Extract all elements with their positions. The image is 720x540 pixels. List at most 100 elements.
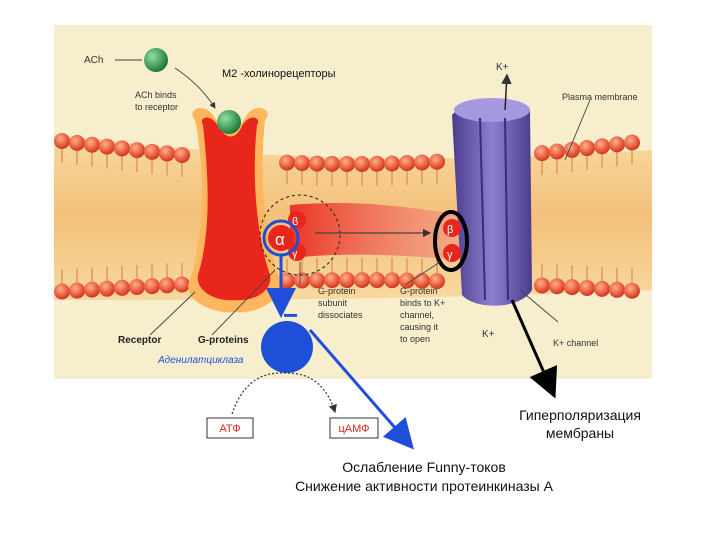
lipid-head xyxy=(159,277,175,294)
lipid-head xyxy=(54,133,70,150)
beta-label: β xyxy=(292,216,298,228)
svg-text:subunit: subunit xyxy=(318,298,348,308)
enzyme-to-effects-arrow xyxy=(308,329,414,450)
lipid-head xyxy=(594,138,610,155)
m2-receptors-label: M2 -холинорецепторы xyxy=(222,68,336,80)
channel-to-hyperpolarization-arrow xyxy=(510,299,558,399)
lipid-head xyxy=(159,145,175,162)
receptor-label: Receptor xyxy=(118,335,161,346)
ach-bound-ligand xyxy=(217,110,241,134)
gprotein-binds-label: G-protein binds to K+ channel, causing i… xyxy=(400,286,445,344)
lipid-head xyxy=(99,280,115,297)
lipid-head xyxy=(384,155,400,172)
k-channel xyxy=(452,98,532,306)
inhibition-mark: − xyxy=(283,300,298,330)
lipid-head xyxy=(354,272,370,289)
alpha-label: α xyxy=(275,230,285,249)
effect-pka-activity: Снижение активности протеинкиназы А xyxy=(295,478,554,494)
lipid-head xyxy=(429,153,445,170)
g-protein-band xyxy=(290,203,460,260)
gamma-subunit-right xyxy=(443,244,461,262)
lipid-head xyxy=(384,272,400,289)
svg-text:binds to K+: binds to K+ xyxy=(400,298,445,308)
gamma-subunit-left xyxy=(288,243,306,261)
lipid-head xyxy=(309,272,325,289)
svg-text:to open: to open xyxy=(400,334,430,344)
lipid-head xyxy=(579,279,595,296)
lipid-head xyxy=(144,278,160,295)
lipid-head xyxy=(324,155,340,172)
lipid-head xyxy=(174,276,190,293)
lipid-head xyxy=(399,272,415,289)
k-plus-top-label: K+ xyxy=(496,62,509,73)
bound-subunit-highlight xyxy=(433,210,469,272)
k-channel-label: K+ channel xyxy=(553,338,598,348)
beta-right-label: β xyxy=(447,224,453,236)
hyperpolarization-line1: Гиперполяризация xyxy=(519,407,641,423)
lipid-layer-top xyxy=(54,133,640,186)
lipid-head xyxy=(369,272,385,289)
ach-label: ACh xyxy=(84,55,103,66)
lipid-head xyxy=(174,146,190,163)
lipid-head xyxy=(399,155,415,172)
ach-binds-line1: ACh binds xyxy=(135,90,177,100)
lipid-head xyxy=(84,281,100,298)
lipid-head xyxy=(339,155,355,172)
subunit-dissociates-label: G-protein subunit dissociates xyxy=(318,286,363,320)
hyperpolarization-line2: мембраны xyxy=(546,425,614,441)
leader-lines xyxy=(115,59,591,336)
lipid-head xyxy=(144,143,160,160)
ach-free-ligand xyxy=(144,48,168,72)
lipid-head xyxy=(114,140,130,157)
lipid-head xyxy=(294,155,310,172)
svg-text:G-protein: G-protein xyxy=(400,286,438,296)
svg-text:causing it: causing it xyxy=(400,322,439,332)
lipid-head xyxy=(579,140,595,157)
svg-text:channel,: channel, xyxy=(400,310,434,320)
lipid-head xyxy=(99,138,115,155)
lipid-head xyxy=(69,282,85,299)
gamma-right-label: γ xyxy=(447,249,453,261)
lipid-head xyxy=(294,272,310,289)
lipid-head xyxy=(624,134,640,151)
effect-funny-currents: Ослабление Funny-токов xyxy=(342,459,506,475)
lipid-head xyxy=(609,136,625,153)
lipid-head xyxy=(114,279,130,296)
m2-receptor xyxy=(188,108,281,313)
lipid-head xyxy=(279,154,295,171)
lipid-head xyxy=(324,272,340,289)
camp-label: цАМФ xyxy=(338,423,369,435)
lipid-head xyxy=(129,142,145,159)
lipid-head xyxy=(369,155,385,172)
atp-camp-conversion-path xyxy=(231,372,337,415)
k-efflux-arrow xyxy=(501,73,512,111)
lipid-head xyxy=(84,136,100,153)
svg-text:G-protein: G-protein xyxy=(318,286,356,296)
lipid-head xyxy=(54,283,70,300)
beta-subunit-right xyxy=(443,219,461,237)
lipid-head xyxy=(309,155,325,172)
svg-text:dissociates: dissociates xyxy=(318,310,363,320)
lipid-head xyxy=(354,155,370,172)
lipid-head xyxy=(129,278,145,295)
lipid-head xyxy=(279,272,295,289)
lipid-head xyxy=(609,281,625,298)
plasma-membrane-label: Plasma membrane xyxy=(562,92,638,102)
atp-box xyxy=(206,417,254,439)
lipid-layer-bottom xyxy=(54,258,640,300)
lipid-head xyxy=(429,273,445,290)
k-plus-bottom-label: K+ xyxy=(482,329,495,340)
lipid-head xyxy=(69,134,85,151)
alpha-highlight xyxy=(262,219,300,257)
lipid-head xyxy=(564,279,580,296)
lipid-head xyxy=(549,278,565,295)
lipid-head xyxy=(414,154,430,171)
lipid-head xyxy=(624,282,640,299)
g-proteins-label: G-proteins xyxy=(198,335,249,346)
lipid-head xyxy=(534,145,550,162)
atp-label: АТФ xyxy=(219,423,240,435)
alpha-subunit xyxy=(268,225,294,251)
camp-box xyxy=(329,417,379,439)
lipid-head xyxy=(549,143,565,160)
